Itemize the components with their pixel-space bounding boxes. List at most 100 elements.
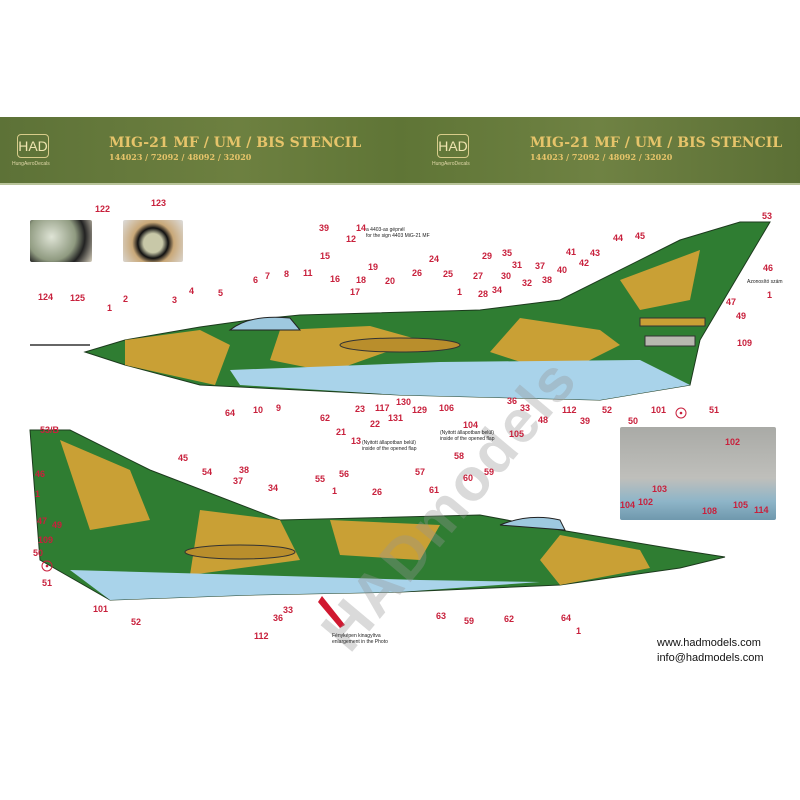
callout-label: 16 — [330, 274, 341, 284]
callout-label: 36 — [273, 613, 284, 623]
callout-label: 44 — [613, 233, 624, 243]
callout-label: 3 — [172, 295, 178, 305]
callout-label: 38 — [542, 275, 553, 285]
callout-label: 106 — [439, 403, 455, 413]
callout-label: 56 — [339, 469, 350, 479]
callout-label: 104 — [463, 420, 479, 430]
detail-photo — [620, 427, 776, 520]
callout-label: 36 — [507, 396, 518, 406]
callout-label: 59 — [464, 616, 475, 626]
callout-label: 59 — [484, 467, 495, 477]
intake-cone-photo — [123, 220, 183, 262]
callout-label: 26 — [372, 487, 383, 497]
callout-label: 1 — [576, 626, 582, 636]
callout-label: 45 — [178, 453, 189, 463]
sheet-title: MIG-21 MF / UM / BIS STENCIL — [109, 135, 362, 151]
callout-label: 15 — [320, 251, 331, 261]
callout-label: 62 — [504, 614, 515, 624]
callout-label: 129 — [412, 405, 428, 415]
callout-label: 131 — [388, 413, 404, 423]
callout-label: 6 — [253, 275, 259, 285]
note-flap-104: (Nyitott állapotban belül)inside of the … — [440, 430, 495, 442]
aircraft-top-side-view — [30, 221, 771, 401]
callout-label: 35 — [502, 248, 513, 258]
callout-label: 130 — [396, 397, 412, 407]
callout-label: 51 — [709, 405, 720, 415]
callout-label: 27 — [473, 271, 484, 281]
callout-label: 14 — [356, 223, 367, 233]
callout-label: 39 — [580, 416, 591, 426]
callout-label: 17 — [350, 287, 361, 297]
callout-label: 47 — [726, 297, 737, 307]
had-logo-2: HAD — [437, 134, 469, 158]
callout-label: 114 — [754, 505, 769, 515]
callout-label: 1 — [107, 303, 113, 313]
callout-label: 63 — [436, 611, 447, 621]
callout-label: 57 — [415, 467, 426, 477]
callout-label: 102 — [638, 497, 654, 507]
callout-label: 10 — [253, 405, 264, 415]
logo-subtitle-2: HungAeroDecals — [432, 161, 470, 167]
callout-label: 125 — [70, 293, 86, 303]
note-hu: (Nyitott állapotban belül) — [362, 440, 416, 446]
callout-label: 2 — [123, 294, 129, 304]
callout-label: 34 — [492, 285, 503, 295]
callout-label: 112 — [562, 405, 577, 415]
callout-label: 53/B — [40, 425, 60, 435]
callout-label: 117 — [375, 403, 390, 413]
callout-label: 1 — [35, 489, 41, 499]
callout-label: 32 — [522, 278, 533, 288]
callout-label: 46 — [35, 469, 46, 479]
callout-label: 45 — [635, 231, 646, 241]
callout-label: 26 — [412, 268, 423, 278]
callout-label: 37 — [233, 476, 244, 486]
callout-label: 112 — [254, 631, 269, 641]
callout-label: 109 — [737, 338, 753, 348]
callout-label: 13 — [351, 436, 362, 446]
callout-label: 61 — [429, 485, 440, 495]
note-hu: (Nyitott állapotban belül) — [440, 430, 494, 436]
callout-label: 105 — [733, 500, 749, 510]
callout-label: 48 — [538, 415, 549, 425]
callout-label: 37 — [535, 261, 546, 271]
contact-info: www.hadmodels.com info@hadmodels.com — [657, 636, 764, 666]
callout-label: 22 — [370, 419, 381, 429]
callout-label: 52 — [131, 617, 142, 627]
note-en: enlargement in the Photo — [332, 639, 388, 645]
callout-label: 33 — [520, 403, 531, 413]
callout-label: 122 — [95, 204, 111, 214]
note-hu: Fényképen kinagyítva — [332, 633, 381, 639]
callout-label: 31 — [512, 260, 523, 270]
callout-label: 39 — [319, 223, 330, 233]
callout-label: 24 — [429, 254, 440, 264]
website-link[interactable]: www.hadmodels.com — [657, 637, 761, 649]
callout-label: 19 — [368, 262, 379, 272]
callout-label: 64 — [561, 613, 572, 623]
email-link[interactable]: info@hadmodels.com — [657, 652, 764, 664]
callout-label: 5 — [218, 288, 224, 298]
callout-label: 12 — [346, 234, 357, 244]
callout-label: 30 — [501, 271, 512, 281]
sheet-title-2: MIG-21 MF / UM / BIS STENCIL — [530, 135, 783, 151]
callout-label: 38 — [239, 465, 250, 475]
note-en: inside of the opened flap — [362, 446, 417, 452]
note-id-number: Azonosító szám — [747, 279, 783, 285]
callout-label: 41 — [566, 247, 577, 257]
callout-label: 9 — [276, 403, 282, 413]
note-en: inside of the opened flap — [440, 436, 495, 442]
callout-label: 52 — [602, 405, 613, 415]
callout-label: 47 — [37, 516, 48, 526]
callout-label: 49 — [736, 311, 747, 321]
callout-label: 102 — [725, 437, 741, 447]
callout-label: 101 — [651, 405, 667, 415]
callout-label: 34 — [268, 483, 279, 493]
callout-label: 124 — [38, 292, 54, 302]
aircraft-bottom-side-view — [29, 429, 726, 628]
callout-label: 20 — [385, 276, 396, 286]
callout-label: 53 — [762, 211, 773, 221]
callout-label: 60 — [463, 473, 474, 483]
logo-subtitle: HungAeroDecals — [12, 161, 50, 167]
